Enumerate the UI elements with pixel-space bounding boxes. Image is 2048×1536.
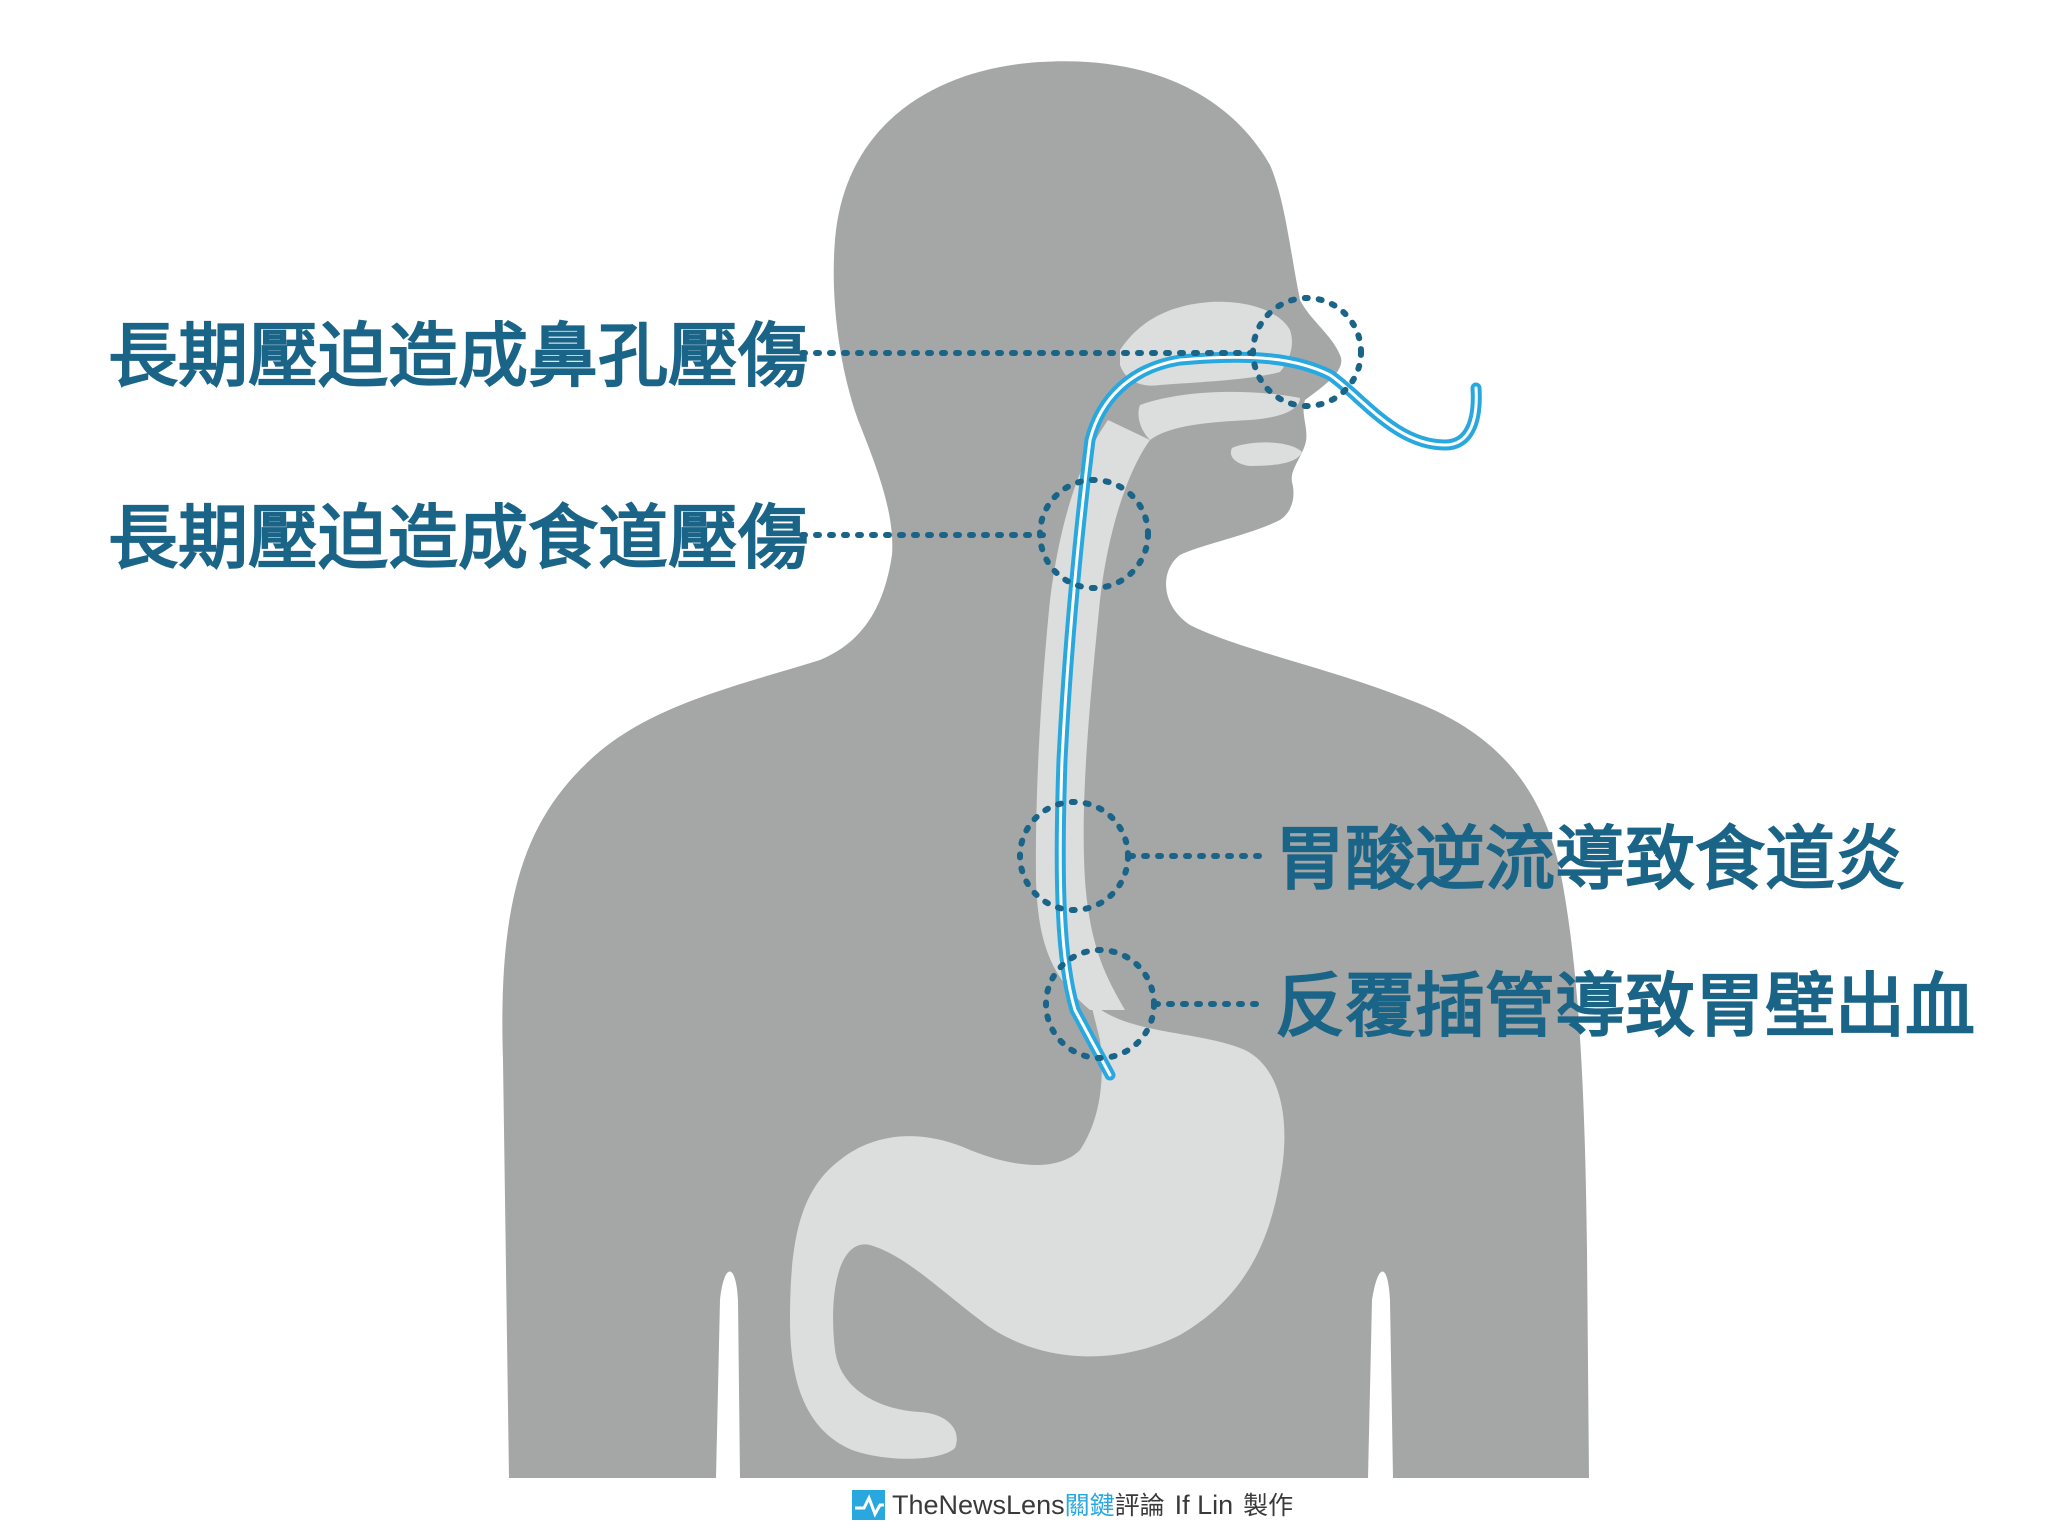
callout-nostril-label: 長期壓迫造成鼻孔壓傷 <box>108 315 808 397</box>
credit-suffix: 製作 <box>1243 1491 1293 1520</box>
leader-lines <box>799 350 1265 1007</box>
credit-text: TheNewsLens關鍵評論 If Lin 製作 <box>892 1490 1293 1520</box>
credit-brand: TheNewsLens <box>892 1490 1065 1520</box>
credit-brand-cjk-rest: 評論 <box>1115 1491 1165 1520</box>
callout-esophagus-label: 長期壓迫造成食道壓傷 <box>108 497 808 579</box>
credit-brand-cjk: 關鍵 <box>1065 1491 1115 1520</box>
callout-bleeding-label: 反覆插管導致胃壁出血 <box>1275 965 1975 1047</box>
callout-reflux-label: 胃酸逆流導致食道炎 <box>1275 818 1905 900</box>
palate <box>1138 391 1300 440</box>
credit: TheNewsLens關鍵評論 If Lin 製作 <box>852 1490 1293 1520</box>
stomach <box>790 1000 1285 1459</box>
pulse-line-icon-stroke <box>855 1494 884 1518</box>
credit-author: If Lin <box>1175 1490 1234 1520</box>
mouth-lower <box>1230 442 1302 466</box>
